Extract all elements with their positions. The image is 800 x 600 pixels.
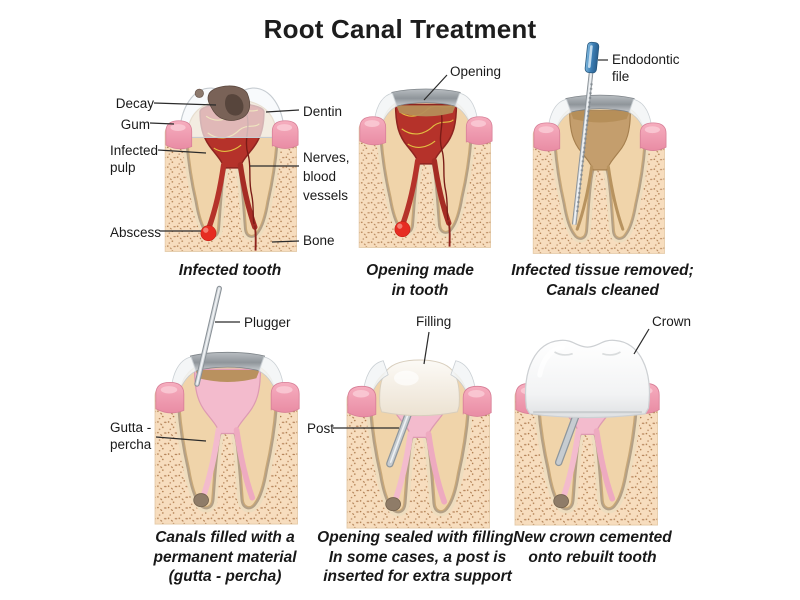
label-gutta-percha: Gutta - percha bbox=[110, 420, 152, 452]
label-filling: Filling bbox=[416, 314, 452, 329]
caption-new-crown: New crown cemented onto rebuilt tooth bbox=[513, 529, 672, 566]
label-infected-pulp: Infected pulp bbox=[110, 143, 159, 175]
endodontic-file-graphic bbox=[571, 41, 600, 225]
caption-infected-tooth: Infected tooth bbox=[178, 262, 282, 279]
crown-graphic bbox=[525, 339, 650, 419]
caption-opening-sealed: Opening sealed with filling. In some cas… bbox=[317, 529, 518, 585]
infected-pulp-graphic bbox=[199, 102, 265, 251]
abscess-graphic bbox=[394, 221, 411, 238]
sealed-apex-graphic bbox=[385, 497, 401, 512]
opening-graphic bbox=[565, 94, 635, 123]
label-nerves-blood-vessels: Nerves, blood vessels bbox=[303, 150, 350, 203]
illustration-opening-sealed bbox=[337, 327, 502, 533]
sealed-apex-graphic bbox=[553, 494, 569, 509]
label-gum: Gum bbox=[120, 117, 150, 132]
label-post: Post bbox=[307, 421, 335, 436]
label-plugger: Plugger bbox=[244, 315, 291, 330]
illustration-infected-tooth bbox=[156, 85, 308, 256]
label-bone: Bone bbox=[303, 233, 335, 248]
caption-opening-made: Opening made in tooth bbox=[366, 262, 474, 299]
illustration-canals-filled bbox=[145, 285, 310, 529]
sealed-apex-graphic bbox=[193, 493, 209, 508]
label-abscess: Abscess bbox=[110, 225, 162, 240]
illustration-canals-cleaned bbox=[524, 41, 676, 258]
page-title: Root Canal Treatment bbox=[263, 14, 537, 44]
label-endodontic-file: Endodontic file bbox=[612, 52, 680, 84]
post-graphic bbox=[554, 407, 582, 467]
plugger-graphic bbox=[194, 285, 222, 387]
illustration-opening-made bbox=[350, 88, 502, 252]
label-crown: Crown bbox=[652, 314, 692, 329]
decay-graphic bbox=[194, 85, 251, 121]
illustration-new-crown bbox=[505, 339, 670, 530]
abscess-graphic bbox=[200, 225, 217, 242]
label-decay: Decay bbox=[115, 96, 154, 111]
infected-pulp-graphic bbox=[394, 103, 458, 247]
filling-graphic bbox=[379, 359, 460, 417]
caption-canals-cleaned: Infected tissue removed; Canals cleaned bbox=[511, 262, 694, 299]
opening-graphic bbox=[391, 88, 461, 117]
caption-canals-filled: Canals filled with a permanent material … bbox=[153, 529, 297, 585]
label-dentin: Dentin bbox=[303, 104, 343, 119]
label-opening: Opening bbox=[450, 64, 502, 79]
